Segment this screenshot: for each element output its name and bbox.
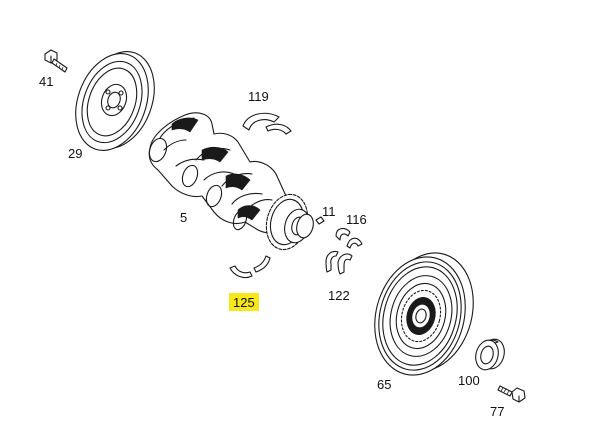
part-label-116: 116 bbox=[346, 212, 367, 227]
part-label-29: 29 bbox=[68, 146, 83, 161]
part-label-100: 100 bbox=[458, 373, 480, 388]
part-label-5: 5 bbox=[180, 210, 188, 225]
part-label-119: 119 bbox=[248, 89, 269, 104]
part-label-125-highlighted: 125 bbox=[229, 293, 259, 311]
part-label-122: 122 bbox=[328, 288, 350, 303]
pin-11-drawing bbox=[315, 216, 325, 225]
part-label-65: 65 bbox=[377, 377, 392, 392]
sleeve-100-drawing bbox=[475, 338, 505, 371]
bearing-shells-125-drawing bbox=[229, 255, 271, 279]
bearing-shells-122-drawing bbox=[325, 250, 353, 275]
crankshaft-5-drawing bbox=[148, 112, 314, 251]
vibration-damper-65-drawing bbox=[374, 252, 474, 376]
thrust-washers-116-drawing bbox=[335, 227, 363, 249]
part-label-41: 41 bbox=[39, 74, 54, 89]
bolt-77-drawing bbox=[497, 385, 526, 403]
part-label-11: 11 bbox=[322, 204, 336, 219]
pulley-29-drawing bbox=[75, 51, 155, 151]
bearing-shells-119-drawing bbox=[242, 112, 292, 135]
part-label-77: 77 bbox=[490, 404, 505, 419]
bolt-41-drawing bbox=[44, 49, 68, 73]
